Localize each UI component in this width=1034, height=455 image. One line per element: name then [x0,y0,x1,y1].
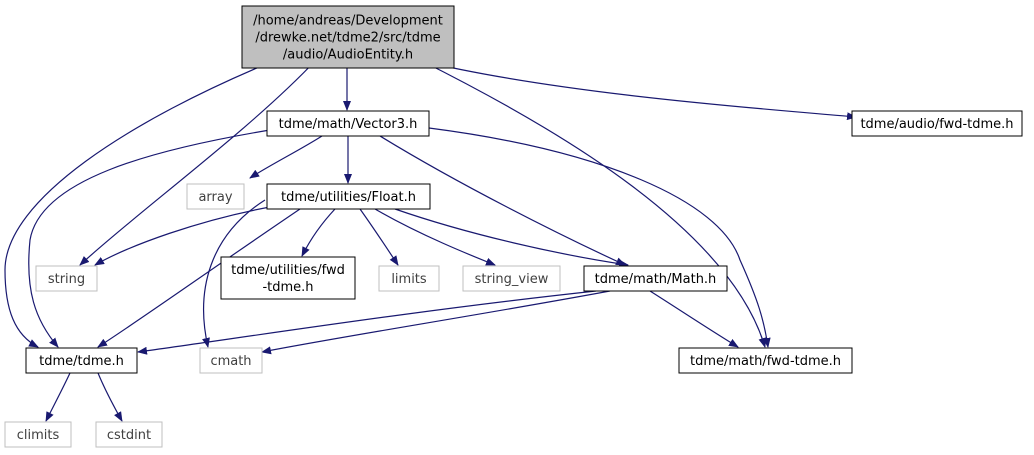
node-float[interactable]: tdme/utilities/Float.h [266,183,431,210]
edge-math-to-tdme [137,290,597,355]
node-box [378,265,440,292]
node-box [220,256,356,300]
node-cmath: cmath [199,347,263,374]
node-label: cstdint [107,428,151,443]
node-label: string [48,272,85,287]
node-label: /drewke.net/tdme2/src/tdme [255,31,440,46]
edge-math-to-math_fwd [649,290,739,348]
node-box [266,183,431,210]
edge-root-to-audio_fwd [417,59,857,121]
node-label: array [198,190,232,205]
node-limits: limits [378,265,440,292]
edge-root-to-math_fwd [419,59,767,348]
node-box [583,265,728,292]
node-label: /home/andreas/Development [253,14,443,29]
node-box [462,265,561,292]
node-box [678,347,853,374]
node-label: /audio/AudioEntity.h [283,48,413,63]
node-label: tdme/math/fwd-tdme.h [690,354,841,369]
edge-float-to-tdme [97,208,301,348]
node-cstdint: cstdint [95,421,163,448]
edge-float-to-cmath [202,199,266,348]
node-label: tdme/math/Vector3.h [279,117,418,132]
edge-float-to-math [394,208,629,268]
node-label: string_view [475,272,549,287]
node-label: tdme/utilities/fwd [231,263,345,278]
node-root[interactable]: /home/andreas/Development/drewke.net/tdm… [241,5,455,69]
node-box [266,110,430,137]
node-vector3[interactable]: tdme/math/Vector3.h [266,110,430,137]
edge-root-to-tdme [4,59,277,348]
node-string: string [35,265,98,292]
edge-math-to-cmath [261,290,611,355]
node-label: tdme/audio/fwd-tdme.h [860,117,1013,132]
node-label: -tdme.h [262,280,313,295]
edge-float-to-limits [359,208,399,266]
edge-vector3-to-math [379,135,626,266]
node-label: tdme/utilities/Float.h [281,190,416,205]
node-box [241,5,455,69]
node-label: cmath [210,354,251,369]
edge-float-to-util_fwd [301,208,336,257]
node-math-fwd[interactable]: tdme/math/fwd-tdme.h [678,347,853,374]
edge-float-to-string [94,206,271,266]
node-util-fwd[interactable]: tdme/utilities/fwd -tdme.h [220,256,356,300]
node-math[interactable]: tdme/math/Math.h [583,265,728,292]
node-box [25,347,138,374]
edge-vector3-to-tdme [28,129,271,348]
node-label: tdme/tdme.h [39,354,124,369]
node-climits: climits [4,421,72,448]
node-box [851,110,1023,137]
node-label: climits [17,428,60,443]
node-label: tdme/math/Math.h [595,272,717,287]
edge-vector3-to-array [249,135,323,179]
edge-tdme-to-climits [45,372,71,422]
edge-root-to-string [79,59,317,266]
node-box [4,421,72,448]
edge-tdme-to-cstdint [97,372,123,422]
node-box [95,421,163,448]
edge-vector3-to-math_fwd [428,127,771,348]
node-audio-fwd[interactable]: tdme/audio/fwd-tdme.h [851,110,1023,137]
edge-float-to-string_view [374,208,496,266]
node-box [199,347,263,374]
node-box [186,183,245,210]
node-string-view: string_view [462,265,561,292]
node-tdme[interactable]: tdme/tdme.h [25,347,138,374]
node-box [35,265,98,292]
node-label: limits [391,272,427,287]
node-array: array [186,183,245,210]
